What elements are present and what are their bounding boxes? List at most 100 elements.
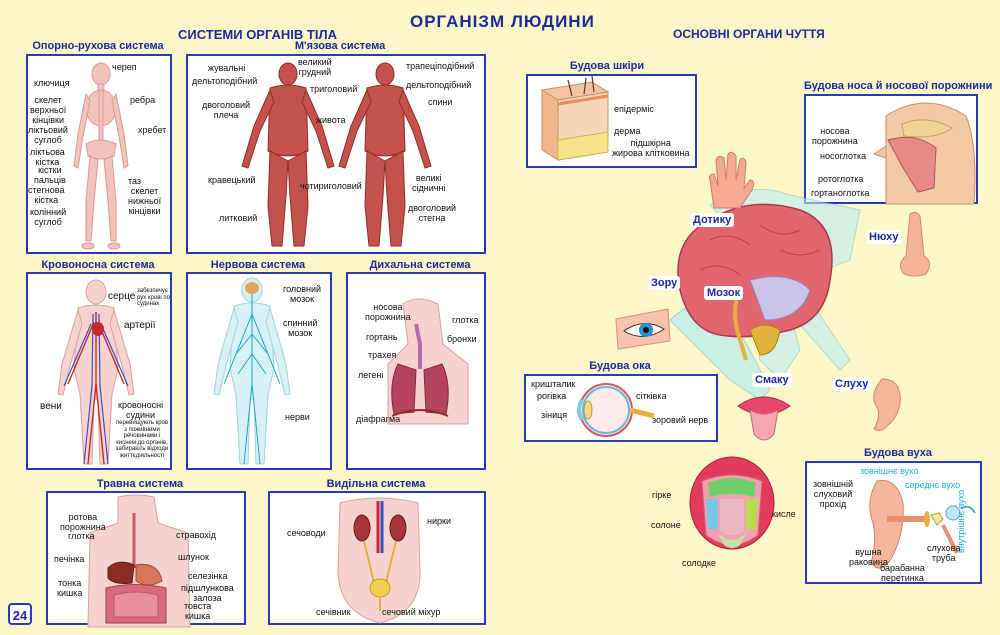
- circulatory-title: Кровоносна система: [41, 259, 155, 271]
- label-gluteus: великі сідничні: [412, 173, 446, 193]
- label-exc-ureters: сечоводи: [287, 528, 326, 538]
- excretory-figure: [337, 497, 421, 624]
- muscular-title: М'язова система: [294, 40, 386, 52]
- label-tongue-sweet: солодке: [682, 558, 716, 568]
- mouth-icon: [737, 396, 791, 441]
- eye-title: Будова ока: [589, 360, 651, 372]
- label-tongue-sour: кисле: [772, 509, 796, 519]
- eye-panel: [524, 374, 718, 442]
- label-ear-outer: зовнішнє вухо: [860, 466, 919, 476]
- label-lower-limb: скелет нижньої кінцівки: [128, 186, 162, 216]
- label-resp-trachea: трахея: [368, 350, 397, 360]
- sense-taste: Смаку: [752, 373, 792, 387]
- tongue-diagram: [689, 456, 775, 550]
- skin-title: Будова шкіри: [569, 60, 645, 72]
- label-masticatory: жувальні: [208, 63, 246, 73]
- label-dig-spleen: селезінка: [188, 571, 228, 581]
- left-heading: СИСТЕМИ ОРГАНІВ ТІЛА: [178, 27, 337, 42]
- label-arteries: артерії: [124, 320, 156, 331]
- label-heart-note: забезпечує рух крові по судинах: [137, 288, 171, 307]
- label-hamstring: двоголовий стегна: [408, 203, 457, 223]
- digestive-title: Травна система: [96, 478, 184, 490]
- label-spinal-cord: спинний мозок: [283, 318, 318, 338]
- label-skull: череп: [112, 62, 137, 72]
- label-eye-lens: кришталик: [531, 379, 576, 389]
- label-clavicle: ключиця: [34, 78, 70, 88]
- ear-panel: [805, 461, 982, 584]
- label-veins: вени: [40, 401, 62, 412]
- label-back: спини: [428, 97, 453, 107]
- label-eye-pupil: зіниця: [541, 410, 568, 420]
- label-exc-urethra: сечівник: [316, 607, 351, 617]
- label-dig-liver: печінка: [54, 554, 85, 564]
- muscle-figures: [241, 62, 432, 247]
- label-ear-canal: зовнішній слуховий прохід: [813, 479, 853, 509]
- circulatory-panel: [26, 272, 172, 470]
- label-trapezius: трапеціподібний: [406, 61, 475, 71]
- label-eye-retina: сітківка: [636, 391, 667, 401]
- nose-icon: [900, 211, 930, 277]
- label-nose-laryngopharynx: гортаноглотка: [811, 188, 870, 198]
- label-femur: стегнова кістка: [28, 185, 65, 205]
- label-resp-nasal: носова порожнина: [365, 302, 411, 322]
- label-dig-oral: ротова порожнина: [60, 512, 106, 532]
- skeletal-panel: [26, 54, 172, 254]
- circulatory-figure: [57, 279, 135, 465]
- sense-touch: Дотику: [690, 213, 735, 227]
- label-dig-small-intestine: тонка кишка: [57, 578, 83, 598]
- label-quadriceps: чотириголовий: [300, 181, 362, 191]
- nose-title: Будова носа й носової порожнини: [804, 80, 993, 92]
- nose-panel: [804, 94, 978, 205]
- label-dig-pancreas: підшлункова залоза: [181, 583, 234, 603]
- label-pelvis: таз: [128, 176, 142, 186]
- label-ribs: ребра: [130, 95, 156, 105]
- label-deltoid-left: дельтоподібний: [192, 76, 258, 86]
- label-resp-bronchi: бронхи: [447, 334, 477, 344]
- respiratory-figure: [387, 298, 469, 425]
- nervous-title: Нервова система: [210, 259, 306, 271]
- excretory-panel: [268, 491, 486, 625]
- sense-hearing: Слуху: [832, 377, 872, 391]
- respiratory-panel: [346, 272, 486, 470]
- digestive-figure: [87, 494, 191, 628]
- label-deltoid-right: дельтоподібний: [406, 80, 472, 90]
- label-triceps: триголовий: [310, 84, 358, 94]
- sense-smell: Нюху: [866, 230, 902, 244]
- label-skin-dermis: дерма: [614, 126, 641, 136]
- label-eye-cornea: рогівка: [537, 391, 567, 401]
- label-knee: колінний суглоб: [30, 207, 67, 227]
- label-dig-esophagus: стравохід: [176, 530, 216, 540]
- label-dig-stomach: шлунок: [178, 552, 209, 562]
- label-exc-kidneys: нирки: [427, 516, 451, 526]
- label-ulna: ліктьова кістка: [30, 147, 65, 167]
- skeleton-figure: [73, 62, 129, 250]
- label-skin-epidermis: епідерміс: [614, 104, 654, 114]
- label-sartorius: кравецький: [208, 175, 256, 185]
- nervous-panel: [186, 272, 332, 470]
- label-nose-nasopharynx: носоглотка: [820, 151, 867, 161]
- right-heading: ОСНОВНІ ОРГАНИ ЧУТТЯ: [673, 27, 825, 41]
- label-nose-nasal: носова порожнина: [812, 126, 858, 146]
- label-exc-bladder: сечовий міхур: [382, 607, 441, 617]
- sense-sight: Зору: [648, 276, 681, 290]
- nervous-figure: [213, 277, 291, 465]
- excretory-title: Видільна система: [326, 478, 426, 490]
- skin-panel: [526, 74, 697, 168]
- nose-diagram: [872, 102, 976, 205]
- label-dig-large-intestine: товста кишка: [184, 601, 212, 621]
- label-fingers: кістки пальців: [34, 165, 66, 185]
- label-ear-eardrum: барабанна перетинка: [880, 563, 925, 583]
- digestive-panel: [46, 491, 246, 628]
- label-spine: хребет: [138, 125, 167, 135]
- label-nose-oropharynx: ротоглотка: [818, 174, 864, 184]
- label-ear-auricle: вушна раковина: [849, 547, 888, 567]
- label-eye-optic-nerve: зоровий нерв: [652, 415, 709, 425]
- label-ear-eustachian: слухова труба: [927, 543, 961, 563]
- label-pectoral: великий грудний: [298, 57, 332, 77]
- label-skin-fat: підшкірна жирова клітковина: [612, 138, 690, 158]
- respiratory-title: Дихальна система: [369, 259, 471, 271]
- muscular-panel: [186, 54, 486, 254]
- label-biceps: двоголовий плеча: [202, 100, 251, 120]
- brain-illustration: [669, 188, 861, 401]
- hand-icon: [709, 151, 755, 209]
